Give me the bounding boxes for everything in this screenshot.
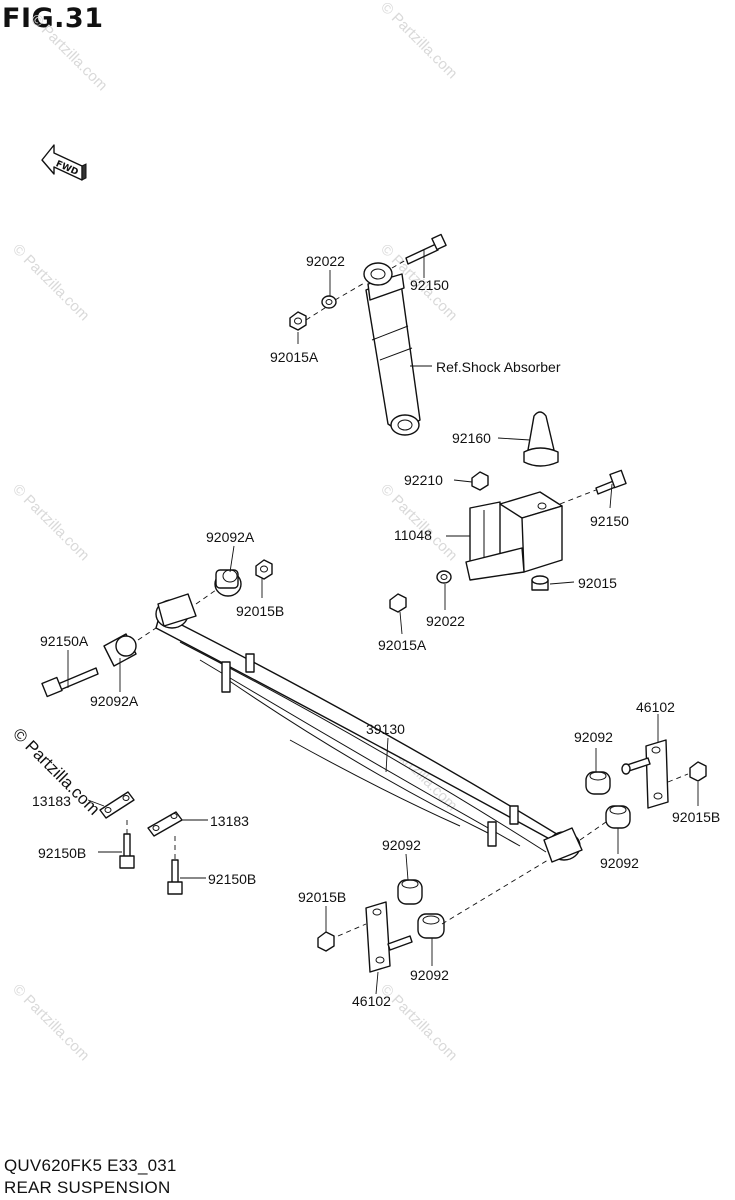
bushing-92092-r2	[605, 805, 631, 829]
label-92015b-bottom[interactable]: 92015B	[298, 889, 346, 905]
label-92092-c1[interactable]: 92092	[382, 837, 421, 853]
label-92092-c2[interactable]: 92092	[410, 967, 449, 983]
label-92015a-top[interactable]: 92015A	[270, 349, 319, 365]
label-46102-bottom[interactable]: 46102	[352, 993, 391, 1009]
plate-13183-b	[147, 811, 183, 837]
label-11048[interactable]: 11048	[394, 527, 432, 543]
label-46102-right[interactable]: 46102	[636, 699, 675, 715]
shackle-46102-right	[621, 739, 669, 809]
label-13183-b[interactable]: 13183	[210, 813, 249, 829]
nut-92015a-mid	[389, 593, 407, 613]
label-92015a-mid[interactable]: 92015A	[378, 637, 427, 653]
label-92015b-right[interactable]: 92015B	[672, 809, 720, 825]
label-92160[interactable]: 92160	[452, 430, 491, 446]
bushing-92092-c1	[397, 879, 423, 905]
label-92092-r1[interactable]: 92092	[574, 729, 613, 745]
leader-lines	[67, 250, 699, 995]
watermark-3: © Partzilla.com	[9, 241, 92, 324]
label-13183-a[interactable]: 13183	[32, 793, 71, 809]
figure-title: FIG.31	[2, 3, 104, 34]
model-code: QUV620FK5 E33_031	[4, 1156, 177, 1175]
watermark-6: © Partzilla.com	[377, 481, 460, 564]
label-92150a[interactable]: 92150A	[40, 633, 89, 649]
label-92150b-a[interactable]: 92150B	[38, 845, 86, 861]
washer-92022-mid	[436, 570, 452, 584]
part-labels: 92022 92150 92015A Ref.Shock Absorber 92…	[32, 253, 720, 1009]
leaf-spring-39130	[155, 593, 583, 863]
bushing-92092a-top	[214, 569, 242, 597]
label-39130[interactable]: 39130	[366, 721, 405, 737]
shackle-46102-bottom	[365, 901, 413, 973]
label-92150b-b[interactable]: 92150B	[208, 871, 256, 887]
nut-92015b-left	[255, 559, 273, 580]
label-92150-mid[interactable]: 92150	[590, 513, 629, 529]
label-shock-ref[interactable]: Ref.Shock Absorber	[436, 359, 561, 375]
nut-92015b-bottom	[317, 931, 335, 952]
label-92092a-top[interactable]: 92092A	[206, 529, 255, 545]
nut-92015a-top	[289, 311, 307, 331]
bolt-92150b-a	[119, 833, 135, 869]
label-92022-top[interactable]: 92022	[306, 253, 345, 269]
nut-92015b-right	[689, 761, 707, 782]
nut-92210	[471, 471, 489, 491]
washer-92022-top	[321, 295, 337, 309]
label-92015[interactable]: 92015	[578, 575, 617, 591]
nut-92015	[531, 575, 549, 591]
bolt-92150-top	[405, 233, 447, 265]
bushing-92092a-low	[103, 633, 137, 667]
bushing-92092-r1	[585, 771, 611, 795]
bump-stop-92160	[523, 411, 559, 467]
watermark-2: © Partzilla.com	[377, 0, 460, 82]
label-92015b-left[interactable]: 92015B	[236, 603, 284, 619]
label-92022-mid[interactable]: 92022	[426, 613, 465, 629]
label-92092a-low[interactable]: 92092A	[90, 693, 139, 709]
label-92092-r2[interactable]: 92092	[600, 855, 639, 871]
watermark-5: © Partzilla.com	[9, 481, 92, 564]
watermark-1: © Partzilla.com	[27, 11, 110, 94]
section-name: REAR SUSPENSION	[4, 1178, 171, 1197]
shock-absorber	[363, 262, 421, 436]
label-92210[interactable]: 92210	[404, 472, 443, 488]
label-92150-top[interactable]: 92150	[410, 277, 449, 293]
bolt-92150b-b	[167, 859, 183, 895]
bracket-11048	[465, 491, 563, 581]
plate-13183-a	[99, 791, 135, 819]
fwd-arrow-icon: FWD	[41, 144, 87, 181]
watermark-8: © Partzilla.com	[9, 981, 92, 1064]
bushing-92092-c2	[417, 913, 445, 939]
fwd-label: FWD	[54, 159, 80, 178]
bolt-92150-mid	[595, 469, 627, 495]
